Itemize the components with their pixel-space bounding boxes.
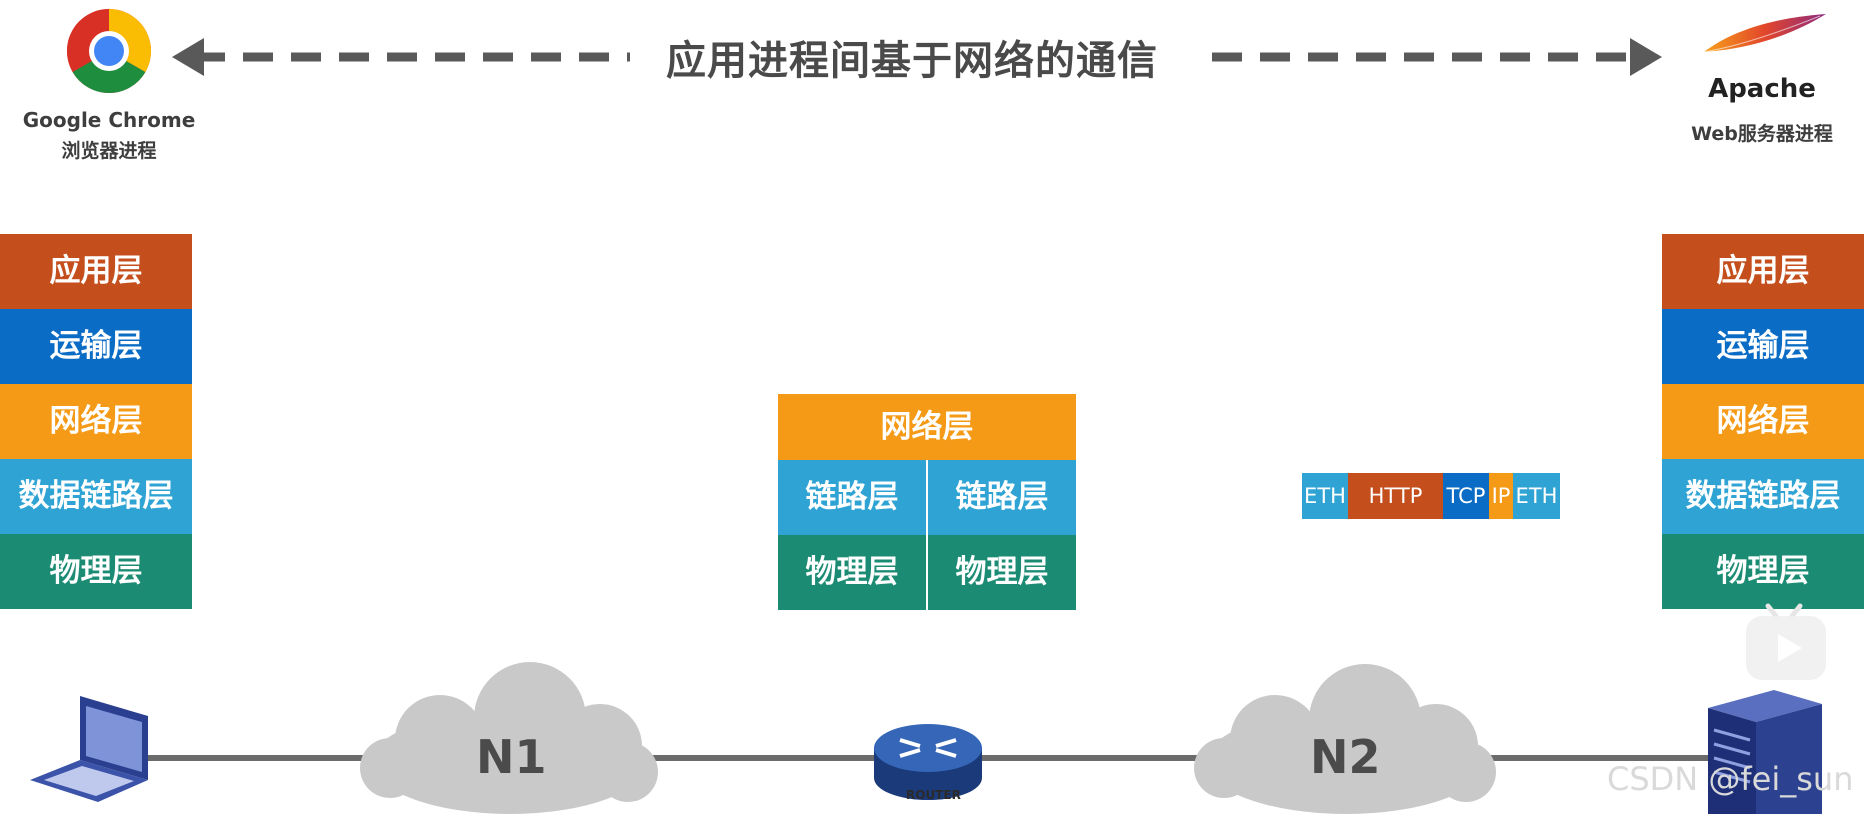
router-layer-physical-left: 物理层 xyxy=(778,535,926,610)
router-layer-physical-right: 物理层 xyxy=(928,535,1076,610)
router-layer-link-right: 链路层 xyxy=(928,460,1076,535)
packet-ip: IP xyxy=(1489,473,1513,519)
packet-tcp: TCP xyxy=(1443,473,1489,519)
chrome-desc: 浏览器进程 xyxy=(61,140,157,162)
laptop-icon xyxy=(30,696,148,802)
packet-eth-trailer: ETH xyxy=(1513,473,1560,519)
network-topology xyxy=(30,662,1822,814)
layer-application: 应用层 xyxy=(1662,234,1864,309)
server-icon xyxy=(1708,690,1822,814)
layer-physical: 物理层 xyxy=(0,534,192,609)
router-layer-network: 网络层 xyxy=(778,394,1076,460)
cloud-n1-shape xyxy=(360,662,658,814)
layer-datalink: 数据链路层 xyxy=(0,459,192,534)
chrome-icon xyxy=(66,8,152,94)
video-play-icon[interactable] xyxy=(1742,600,1830,684)
layer-network: 网络层 xyxy=(0,384,192,459)
network-n2-label: N2 xyxy=(1310,730,1381,784)
network-n1-label: N1 xyxy=(476,730,547,784)
packet-eth-header: ETH xyxy=(1302,473,1348,519)
diagram-title: 应用进程间基于网络的通信 xyxy=(666,38,1158,84)
packet: ETH HTTP TCP IP ETH xyxy=(1302,473,1560,519)
watermark: CSDN @fei_sun xyxy=(1607,760,1854,798)
layer-datalink: 数据链路层 xyxy=(1662,459,1864,534)
chrome-name: Google Chrome xyxy=(22,108,196,132)
router-icon xyxy=(874,724,982,800)
layer-application: 应用层 xyxy=(0,234,192,309)
apache-name: Apache xyxy=(1708,74,1816,104)
client-protocol-stack: 应用层 运输层 网络层 数据链路层 物理层 xyxy=(0,234,192,609)
layer-network: 网络层 xyxy=(1662,384,1864,459)
packet-http: HTTP xyxy=(1348,473,1443,519)
apache-desc: Web服务器进程 xyxy=(1691,123,1833,145)
communication-arrow xyxy=(172,38,1662,76)
router-protocol-stack: 网络层 链路层 链路层 物理层 物理层 xyxy=(778,394,1076,610)
layer-physical: 物理层 xyxy=(1662,534,1864,609)
layer-transport: 运输层 xyxy=(1662,309,1864,384)
apache-feather-icon xyxy=(1703,14,1826,53)
router-label: ROUTER xyxy=(906,788,961,802)
server-protocol-stack: 应用层 运输层 网络层 数据链路层 物理层 xyxy=(1662,234,1864,609)
cloud-n2-shape xyxy=(1194,664,1496,814)
layer-transport: 运输层 xyxy=(0,309,192,384)
router-layer-link-left: 链路层 xyxy=(778,460,926,535)
